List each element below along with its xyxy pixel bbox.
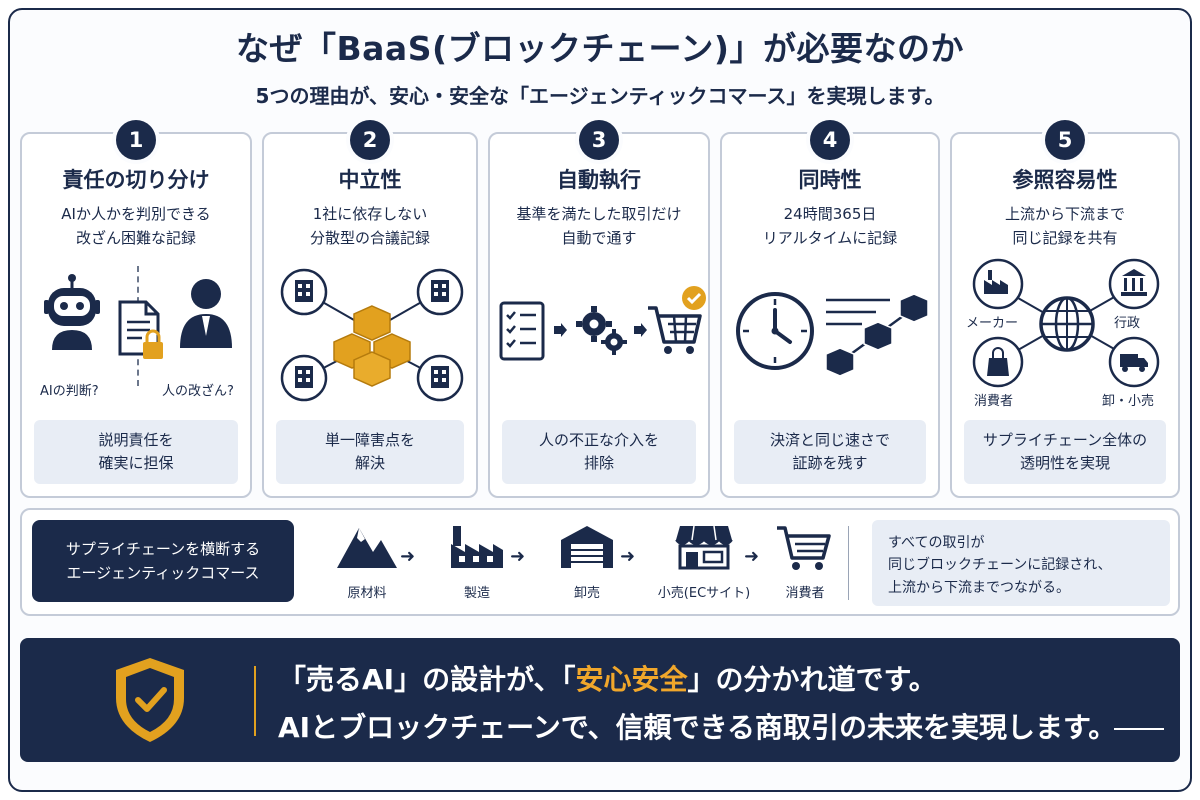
wholesale-retail-label: 卸・小売 [1102, 394, 1155, 409]
reason-description: AIか人かを判別できる 改ざん困難な記録 [61, 205, 211, 247]
factory-icon [451, 526, 503, 568]
step-consumer: 消費者 [750, 522, 860, 610]
conclusion-banner: 「売るAI」の設計が、「安心安全」の分かれ道です。 AIとブロックチェーンで、信… [20, 638, 1180, 762]
arrow-right-icon: ➜ [744, 546, 760, 567]
reason-number: 5 [1045, 120, 1085, 160]
reason-number: 2 [350, 120, 390, 160]
reason-number: 3 [579, 120, 619, 160]
reason-footer: サプライチェーン全体の 透明性を実現 [964, 420, 1166, 484]
ai-judgement-label: AIの判断? [40, 384, 99, 399]
reason-illustration [264, 260, 476, 420]
reason-card-1: 1 責任の切り分け AIか人かを判別できる 改ざん困難な記録 [20, 120, 252, 498]
government-label: 行政 [1114, 316, 1141, 331]
reason-description: 24時間365日 リアルタイムに記録 [762, 205, 898, 247]
step-retail: 小売(ECサイト) [644, 522, 764, 610]
blockchain-blocks-icon [825, 293, 929, 377]
maker-label: メーカー [966, 316, 1019, 331]
consumer-label: 消費者 [974, 394, 1014, 409]
divider [1114, 728, 1164, 730]
reason-description: 上流から下流まで 同じ記録を共有 [1004, 205, 1125, 247]
conclusion-line-2: AIとブロックチェーンで、信頼できる商取引の未来を実現します。 [278, 711, 1117, 744]
mountain-icon [337, 528, 397, 568]
step-label: 小売(ECサイト) [657, 586, 751, 601]
reason-card-4: 4 同時性 24時間365日 リアルタイムに記録 決済と同じ速さで 証跡を残す [720, 120, 940, 498]
conclusion-line-1: 「売るAI」の設計が、「安心安全」の分かれ道です。 [278, 658, 937, 698]
reason-footer: 単一障害点を 解決 [276, 420, 464, 484]
reason-footer: 説明責任を 確実に担保 [34, 420, 238, 484]
reason-illustration: AIの判断? 人の改ざん? [22, 260, 250, 420]
reason-title: 自動執行 [557, 168, 641, 192]
reason-card-5: 5 参照容易性 上流から下流まで 同じ記録を共有 [950, 120, 1180, 498]
cart-icon [777, 526, 831, 570]
human-tamper-label: 人の改ざん? [162, 384, 234, 399]
reason-footer: 決済と同じ速さで 証跡を残す [734, 420, 926, 484]
reason-illustration: メーカー 行政 消費者 卸・小売 [952, 258, 1178, 420]
distributed-network-icon [280, 268, 464, 402]
robot-icon [44, 274, 100, 350]
arrow-right-icon [554, 323, 567, 337]
conclusion-line-1-start: 「売るAI」の設計が、「 [278, 663, 576, 696]
step-label: 製造 [463, 586, 490, 601]
cart-check-icon [648, 286, 706, 354]
reason-title: 責任の切り分け [62, 168, 210, 192]
conclusion-highlight: 安心安全 [575, 663, 688, 696]
shield-check-icon [116, 658, 184, 742]
reason-card-2: 2 中立性 1社に依存しない 分散型の合議記録 [262, 120, 478, 498]
warehouse-icon [561, 526, 613, 568]
person-icon [180, 279, 232, 348]
arrow-right-icon: ➜ [510, 546, 526, 567]
reason-illustration [722, 260, 938, 420]
reason-title: 同時性 [798, 168, 862, 192]
divider [848, 526, 849, 600]
step-label: 消費者 [785, 586, 825, 601]
step-label: 卸売 [573, 586, 600, 601]
reason-number: 1 [116, 120, 156, 160]
store-icon [675, 525, 733, 570]
reason-description: 1社に依存しない 分散型の合議記録 [309, 205, 430, 247]
reason-card-3: 3 自動執行 基準を満たした取引だけ 自動で通す [488, 120, 710, 498]
divider [254, 666, 256, 736]
step-manufacturing: 製造 [422, 522, 532, 610]
step-raw-materials: 原材料 [312, 522, 422, 610]
reason-footer: 人の不正な介入を 排除 [502, 420, 696, 484]
reason-title: 中立性 [338, 168, 402, 192]
supply-chain-note: すべての取引が 同じブロックチェーンに記録され、 上流から下流までつながる。 [872, 520, 1170, 606]
clock-icon [736, 292, 814, 370]
checklist-icon [499, 301, 545, 361]
document-lock-icon [118, 300, 163, 359]
sharing-network-icon [972, 258, 1160, 388]
reason-title: 参照容易性 [1012, 168, 1118, 192]
step-label: 原材料 [347, 586, 387, 601]
gears-icon [576, 306, 627, 355]
page-title: なぜ「BaaS(ブロックチェーン)」が必要なのか [236, 29, 964, 68]
arrow-right-icon: ➜ [620, 546, 636, 567]
reason-number: 4 [810, 120, 850, 160]
page-subtitle: 5つの理由が、安心・安全な「エージェンティックコマース」を実現します。 [255, 84, 945, 108]
step-wholesale: 卸売 [532, 522, 642, 610]
arrow-right-icon [634, 323, 647, 337]
arrow-right-icon: ➜ [400, 546, 416, 567]
reason-illustration [490, 260, 708, 420]
reason-description: 基準を満たした取引だけ 自動で通す [516, 205, 682, 247]
supply-chain-label: サプライチェーンを横断する エージェンティックコマース [32, 520, 294, 602]
conclusion-line-1-end: 」の分かれ道です。 [687, 663, 937, 696]
supply-chain-section: サプライチェーンを横断する エージェンティックコマース 原材料 ➜ 製造 ➜ 卸… [20, 508, 1180, 616]
